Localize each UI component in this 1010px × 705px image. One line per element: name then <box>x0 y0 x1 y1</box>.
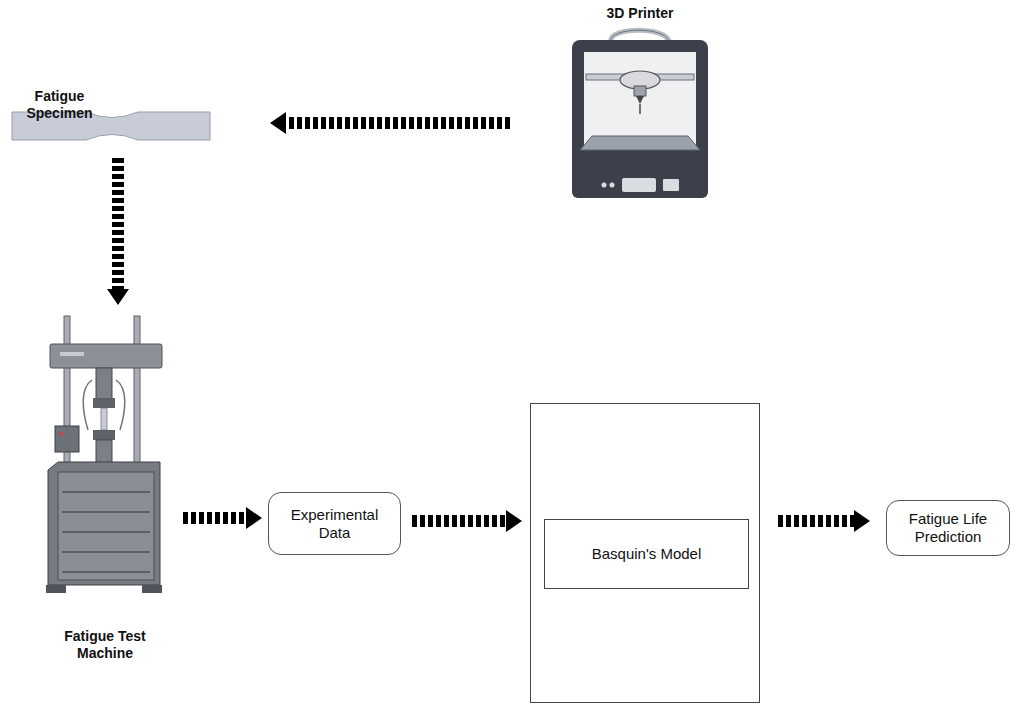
figure-label: 3D Printer <box>565 5 715 22</box>
figure-label: Fatigue Test Machine <box>50 628 160 662</box>
printer-frame <box>572 40 708 198</box>
machine-cabinet <box>48 462 160 585</box>
printer-button <box>602 183 607 188</box>
box-label: Basquin's Model <box>584 541 710 567</box>
dashed-arrow <box>412 515 506 527</box>
dashed-arrow <box>286 117 510 129</box>
illustration-node: Fatigue Test Machine <box>40 310 170 662</box>
process-box: Basquin's Model <box>544 519 749 589</box>
print-head-body <box>634 86 646 96</box>
test-specimen <box>101 408 107 430</box>
process-box: Basquin's Model <box>530 403 760 703</box>
printer-illustration <box>572 30 708 198</box>
printer-opening <box>584 52 696 150</box>
lower-grip <box>96 440 112 464</box>
printer-base <box>572 154 708 198</box>
machine-foot <box>46 585 66 593</box>
dashed-arrow <box>112 158 124 289</box>
illustration-node: 3D Printer <box>560 5 720 205</box>
box-label: Fatigue Life Prediction <box>887 506 1009 550</box>
control-box <box>55 426 79 452</box>
printer-keypad <box>663 179 679 191</box>
print-bed <box>580 136 700 150</box>
illustration-node: Fatigue Specimen <box>8 88 215 145</box>
control-light <box>59 432 63 436</box>
rounded-box: Fatigue Life Prediction <box>886 500 1010 556</box>
nozzle <box>636 96 644 104</box>
hydraulic-hose <box>116 380 125 430</box>
cabinet-vent <box>62 551 150 553</box>
machine-foot <box>142 585 162 593</box>
printer-button <box>610 183 615 188</box>
cabinet-vent <box>62 571 150 573</box>
printer-display <box>622 178 656 192</box>
cabinet-vent <box>62 511 150 513</box>
machine-column <box>134 316 140 466</box>
hydraulic-hose <box>83 380 92 430</box>
crosshead-badge <box>60 352 84 356</box>
dashed-arrow <box>778 515 854 527</box>
cabinet-vent <box>62 531 150 533</box>
cabinet-front <box>58 472 154 580</box>
nozzle-tip <box>639 104 641 114</box>
upper-grip <box>96 368 112 402</box>
upper-jaw <box>93 398 115 408</box>
dashed-arrow <box>183 512 246 524</box>
cabinet-vent <box>62 491 150 493</box>
lower-jaw <box>93 430 115 440</box>
rounded-box: Experimental Data <box>268 492 401 555</box>
figure-label: Fatigue Specimen <box>15 88 105 122</box>
crosshead <box>50 344 162 368</box>
test-machine-illustration <box>46 316 162 593</box>
box-label: Experimental Data <box>269 502 400 546</box>
